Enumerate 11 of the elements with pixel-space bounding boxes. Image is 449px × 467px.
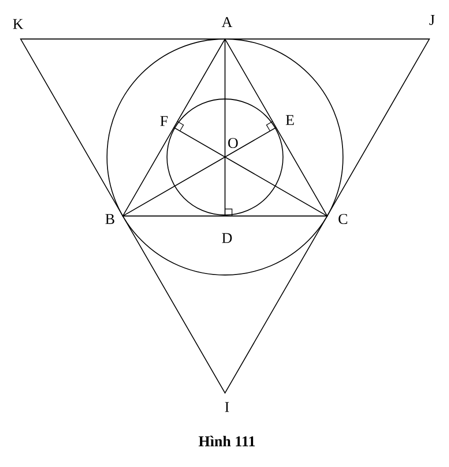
point-label: I [225, 402, 229, 412]
caption: Hình 111 [198, 436, 255, 446]
point-label: C [338, 214, 348, 224]
point-label: J [429, 15, 435, 25]
point-label: E [286, 115, 294, 125]
point-label: B [105, 214, 114, 224]
point-label: K [13, 19, 24, 29]
point-label: F [160, 116, 168, 126]
point-label: D [222, 233, 232, 243]
point-label: O [228, 138, 238, 148]
point-label: A [222, 17, 232, 27]
